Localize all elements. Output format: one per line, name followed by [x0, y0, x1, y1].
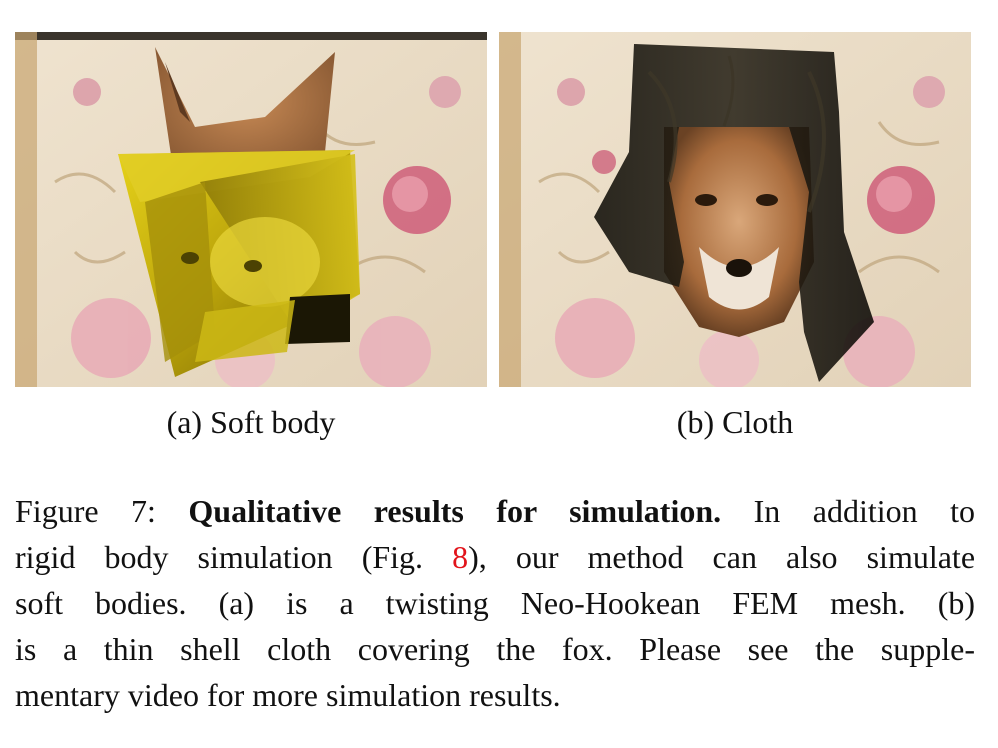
caption-text-2: rigid body simulation (Fig.: [15, 539, 424, 575]
caption-line-3: soft bodies. (a) is a twisting Neo-Hooke…: [15, 585, 975, 621]
subcaption-soft-body: (a) Soft body: [166, 404, 336, 440]
figure-number: Figure 7:: [15, 493, 156, 529]
cloth-illustration: [499, 32, 971, 387]
caption-text-1: In addition to: [753, 493, 975, 529]
cloth-image: [499, 32, 971, 387]
caption-title: Qualitative results for simulation.: [188, 493, 722, 529]
figure-caption: Figure 7: Qualitative results for simula…: [15, 488, 975, 718]
caption-line-2: rigid body simulation (Fig. 8), our meth…: [15, 534, 975, 580]
caption-text-3: ), our method can also simulate: [468, 539, 976, 575]
subcaption-cloth: (b) Cloth: [676, 404, 794, 440]
caption-line-4: is a thin shell cloth covering the fox. …: [15, 631, 975, 667]
figure-ref-link[interactable]: 8: [452, 539, 469, 575]
caption-line-1: Figure 7: Qualitative results for simula…: [15, 488, 975, 534]
soft-body-image: [15, 32, 487, 387]
caption-line-5: mentary video for more simulation result…: [15, 677, 561, 713]
soft-body-illustration: [15, 32, 487, 387]
